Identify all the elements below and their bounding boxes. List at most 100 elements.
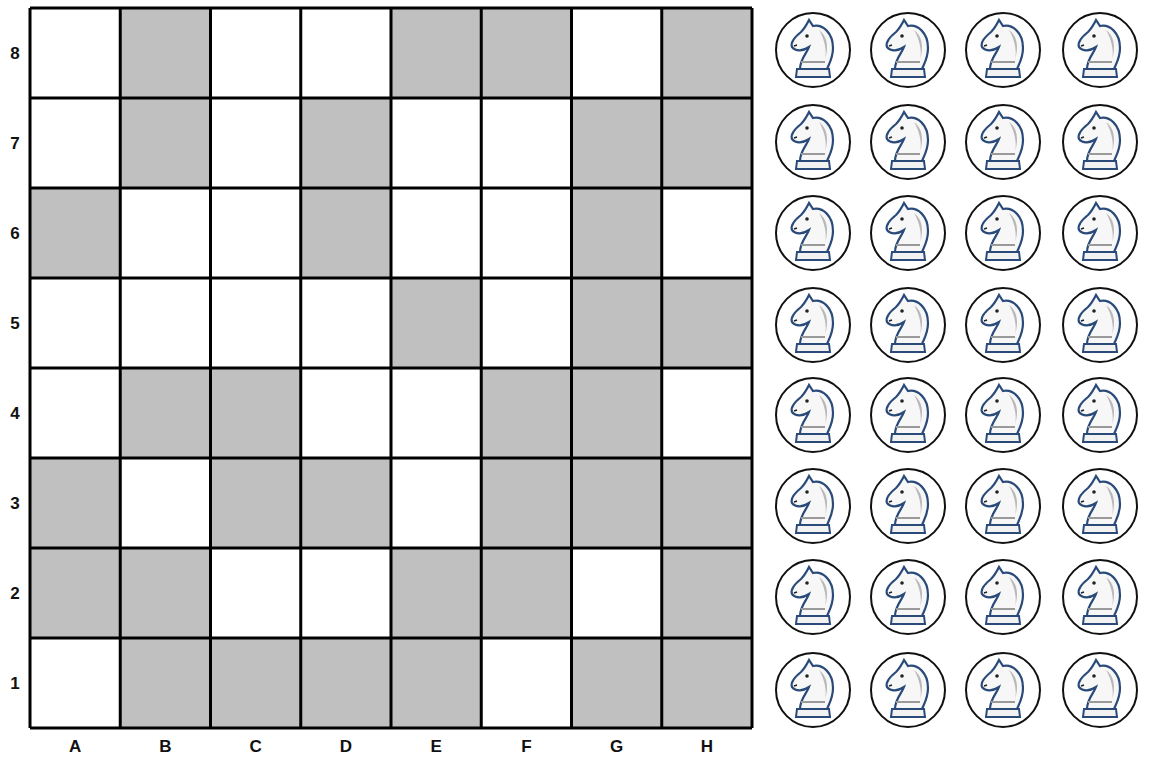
knight-piece [966, 378, 1040, 452]
board-square [572, 278, 662, 368]
board-square [662, 278, 752, 368]
board-square [30, 278, 120, 368]
board-square [662, 458, 752, 548]
board-square [30, 8, 120, 98]
board-square [211, 458, 301, 548]
board-square [120, 98, 210, 188]
board-square [662, 98, 752, 188]
knight-piece [776, 469, 850, 543]
knight-piece [1063, 196, 1137, 270]
knight-piece [776, 288, 850, 362]
knight-piece [966, 105, 1040, 179]
board-square [572, 458, 662, 548]
row-label: 3 [10, 495, 19, 512]
knight-piece [871, 288, 945, 362]
board-square [301, 638, 391, 728]
knight-piece [1063, 288, 1137, 362]
board-square [572, 188, 662, 278]
knight-piece [966, 469, 1040, 543]
row-label: 2 [10, 585, 19, 602]
board-square [120, 458, 210, 548]
knight-piece [871, 653, 945, 727]
knight-piece [1063, 13, 1137, 87]
board-square [301, 458, 391, 548]
board-square [301, 368, 391, 458]
board-square [30, 98, 120, 188]
grid-line [480, 8, 483, 728]
knight-piece [966, 288, 1040, 362]
column-label: H [701, 738, 713, 755]
knight-piece [776, 13, 850, 87]
board-square [30, 188, 120, 278]
board-square [30, 458, 120, 548]
board-square [211, 638, 301, 728]
knight-piece [871, 560, 945, 634]
knight-piece [1063, 378, 1137, 452]
board-square [301, 8, 391, 98]
board-square [572, 8, 662, 98]
knight-piece [776, 653, 850, 727]
board-square [120, 368, 210, 458]
knight-piece [871, 196, 945, 270]
board-square [301, 548, 391, 638]
knight-piece [776, 378, 850, 452]
grid-line [570, 8, 573, 728]
board-square [391, 188, 481, 278]
board-square [481, 548, 571, 638]
board-square [481, 188, 571, 278]
board-square [391, 458, 481, 548]
grid-line [660, 8, 663, 728]
grid-line [751, 8, 754, 728]
board-square [120, 638, 210, 728]
board-square [481, 638, 571, 728]
board-square [391, 278, 481, 368]
board-square [572, 368, 662, 458]
board-square [120, 548, 210, 638]
board-square [572, 548, 662, 638]
knight-piece [966, 560, 1040, 634]
board-square [301, 188, 391, 278]
knight-piece [871, 378, 945, 452]
grid-line [30, 637, 752, 640]
grid-line [30, 367, 752, 370]
knight-piece [776, 196, 850, 270]
knight-piece [966, 653, 1040, 727]
board-square [481, 98, 571, 188]
board-square [662, 368, 752, 458]
board-square [572, 98, 662, 188]
board-square [211, 278, 301, 368]
board-square [391, 638, 481, 728]
board-square [120, 8, 210, 98]
row-label: 1 [10, 675, 19, 692]
knight-piece [871, 469, 945, 543]
board-square [211, 188, 301, 278]
board-square [662, 8, 752, 98]
board-square [391, 98, 481, 188]
board-square [211, 98, 301, 188]
knight-piece [1063, 560, 1137, 634]
knight-piece [871, 13, 945, 87]
row-label: 8 [10, 45, 19, 62]
column-label: A [69, 738, 81, 755]
board-square [211, 368, 301, 458]
board-square [662, 638, 752, 728]
column-label: B [159, 738, 171, 755]
grid-line [30, 727, 752, 730]
row-label: 4 [10, 405, 19, 422]
board-square [572, 638, 662, 728]
board-square [211, 8, 301, 98]
board-square [391, 8, 481, 98]
knight-piece [966, 196, 1040, 270]
board-square [481, 8, 571, 98]
column-label: E [430, 738, 441, 755]
board-square [662, 548, 752, 638]
board-square [120, 278, 210, 368]
column-label: F [521, 738, 531, 755]
knight-piece [1063, 653, 1137, 727]
board-square [120, 188, 210, 278]
board-square [30, 638, 120, 728]
board-square [662, 188, 752, 278]
board-square [391, 548, 481, 638]
